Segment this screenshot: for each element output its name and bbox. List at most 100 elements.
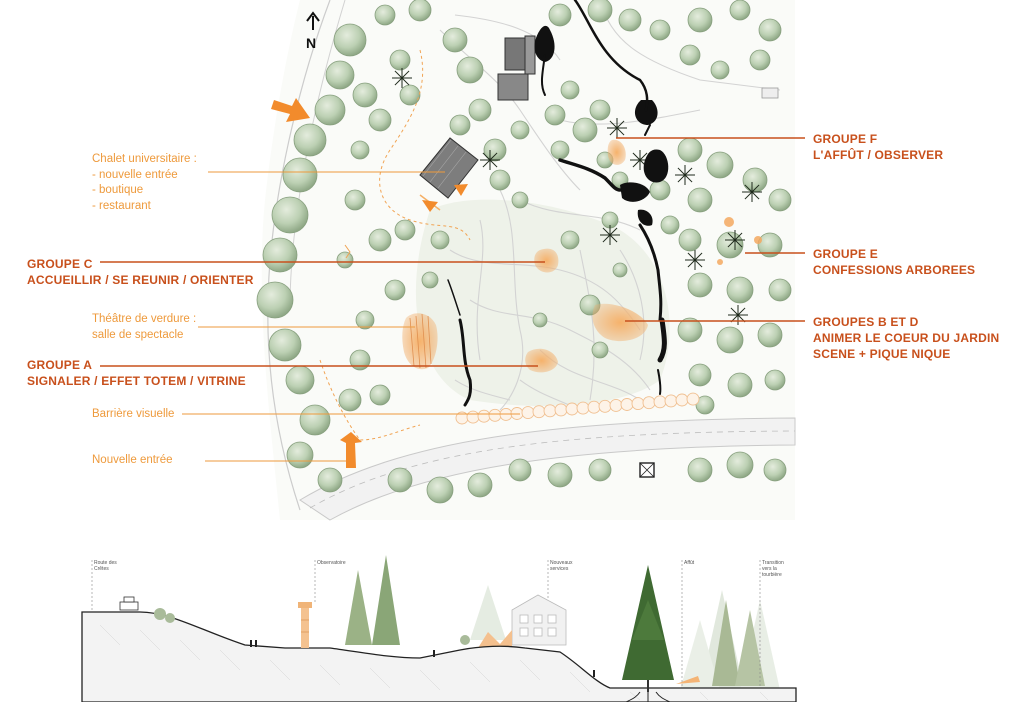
tree (369, 384, 391, 406)
section-car (119, 596, 139, 611)
tree (368, 228, 392, 252)
palm-frond (734, 232, 743, 241)
tree (408, 0, 432, 22)
hedge-shrub (532, 405, 546, 419)
palm-frond (489, 159, 498, 168)
tree (286, 441, 314, 469)
annotation-barriere: Barrière visuelle (92, 408, 175, 420)
tree (749, 49, 771, 71)
annotation-chalet-item: - boutique (92, 184, 144, 197)
tree (510, 120, 530, 140)
section-drawing (81, 545, 797, 702)
section-label-line: Observatoire (317, 560, 346, 566)
tree (649, 19, 671, 41)
section-ground-hatch (99, 624, 769, 701)
tree (550, 140, 570, 160)
tree (727, 372, 753, 398)
group-c-title: GROUPE C (27, 257, 93, 271)
section-orange-roof (478, 630, 512, 650)
tree (649, 179, 671, 201)
tree (384, 279, 406, 301)
tree (511, 191, 529, 209)
tree (560, 80, 580, 100)
annotation-theatre-line1: Théâtre de verdure : (92, 313, 197, 325)
tree (679, 44, 701, 66)
palm-frond (684, 174, 693, 183)
tree (314, 94, 346, 126)
tree (299, 404, 331, 436)
ponds (534, 25, 669, 226)
section-label-affut: Affût (684, 560, 694, 566)
tree (426, 476, 454, 504)
palm-frond (751, 191, 760, 200)
tree (508, 458, 532, 482)
palm-frond (687, 259, 696, 268)
palm-frond (616, 127, 625, 136)
group-c-subtitle: ACCUEILLIR / SE REUNIR / ORIENTER (27, 273, 254, 288)
tree (317, 467, 343, 493)
tree (716, 326, 744, 354)
streams (447, 0, 667, 407)
tree (268, 328, 302, 362)
tree (757, 232, 783, 258)
hedge-shrub (598, 399, 612, 413)
section-label-transition: Transition vers la tourbière (762, 560, 784, 578)
tree (336, 251, 354, 269)
tree (660, 215, 680, 235)
group-f-title: GROUPE F (813, 132, 878, 146)
palm-frond (639, 152, 648, 161)
tree (710, 60, 730, 80)
tree (349, 349, 371, 371)
tree (387, 467, 413, 493)
group-bd-subtitle: ANIMER LE COEUR DU JARDIN (813, 331, 1000, 346)
tree (271, 196, 309, 234)
arrow-north-entry (271, 98, 310, 122)
annotation-chalet-title: Chalet universitaire : (92, 153, 197, 165)
group-bd-title: GROUPES B ET D (813, 315, 919, 329)
tree (612, 262, 628, 278)
arrow-small-1 (422, 200, 438, 212)
palm-frond (730, 307, 739, 316)
section-label-line: services (550, 566, 569, 572)
palm-frond (401, 77, 410, 86)
palm-frond (684, 167, 693, 176)
hedge-shrub (521, 406, 535, 420)
group-f-subtitle: L'AFFÛT / OBSERVER (813, 148, 944, 163)
palm-frond (677, 174, 686, 183)
group-e-subtitle: CONFESSIONS ARBOREES (813, 263, 976, 278)
hedge-shrub (653, 395, 667, 409)
tree (421, 271, 439, 289)
tree (394, 219, 416, 241)
section-right-trees (712, 600, 765, 686)
tree (262, 237, 298, 273)
tree (489, 169, 511, 191)
palm-frond (694, 252, 703, 261)
section-people (250, 640, 595, 677)
section-services-building (511, 594, 567, 646)
palm-frond (744, 191, 753, 200)
tree-canopy (256, 0, 792, 504)
hedge-shrub (576, 401, 590, 415)
tree (399, 84, 421, 106)
tree (456, 56, 484, 84)
palm-frond (616, 120, 625, 129)
arrow-small-2 (454, 184, 468, 196)
palm-frond (687, 252, 696, 261)
palm-frond (489, 152, 498, 161)
hedge-shrub (565, 402, 579, 416)
group-a-subtitle: SIGNALER / EFFET TOTEM / VITRINE (27, 374, 246, 389)
palm-frond (602, 234, 611, 243)
tree (729, 0, 751, 21)
tree (368, 108, 392, 132)
tree (325, 60, 355, 90)
tree (285, 365, 315, 395)
tree (560, 230, 580, 250)
group-bd-subtitle-2: SCENE + PIQUE NIQUE (813, 347, 951, 362)
group-c-label: GROUPE C ACCUEILLIR / SE REUNIR / ORIENT… (27, 256, 254, 288)
tree (256, 281, 294, 319)
tree (687, 272, 713, 298)
section-label-line: Nouveaux (550, 560, 573, 566)
section-label-route: Route des Crêtes (94, 560, 117, 572)
tree (544, 104, 566, 126)
tree (768, 188, 792, 212)
